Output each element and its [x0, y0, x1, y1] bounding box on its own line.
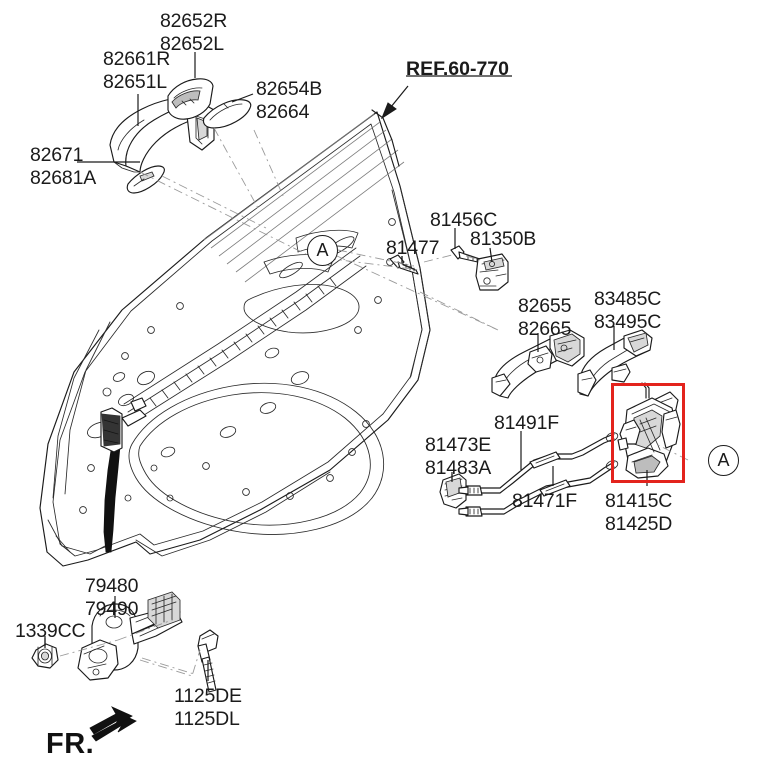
door-check-strap	[100, 397, 147, 553]
highlight-box-latch	[611, 383, 685, 483]
part-82655-inside-handle	[491, 329, 585, 399]
part-label-81471F: 81471F	[512, 490, 577, 512]
part-81477-screw	[389, 254, 419, 275]
part-82654B-cap	[202, 99, 252, 129]
part-81350B-striker	[475, 253, 509, 291]
callout-marker-a-latch: A	[708, 445, 739, 476]
part-82671-handle-pad	[126, 165, 165, 194]
assembly-axis-lines	[59, 127, 689, 677]
part-label-1339CC: 1339CC	[15, 620, 86, 642]
reference-label[interactable]: REF.60-770	[406, 58, 509, 80]
fr-direction-arrow	[89, 706, 137, 742]
part-81415C-door-latch	[617, 382, 681, 479]
part-81491F-cable	[458, 432, 619, 517]
part-label-81456C: 81456C	[430, 209, 498, 231]
callout-marker-a-door: A	[307, 235, 338, 266]
part-81473E-clip	[439, 473, 467, 509]
part-83485C-handle-base	[577, 329, 653, 397]
part-label-81350B: 81350B	[470, 228, 537, 250]
part-82652R-handle-cover	[167, 78, 214, 120]
leader-lines	[44, 52, 648, 681]
part-label-81477: 81477	[386, 237, 440, 259]
part-79480-door-checker	[77, 591, 183, 681]
front-direction-label: FR.	[46, 728, 95, 760]
part-1339CC-nut	[31, 643, 59, 669]
part-label-81491F: 81491F	[494, 412, 559, 434]
door-panel-assembly	[39, 109, 431, 567]
part-1125DE-bolt	[197, 629, 219, 693]
